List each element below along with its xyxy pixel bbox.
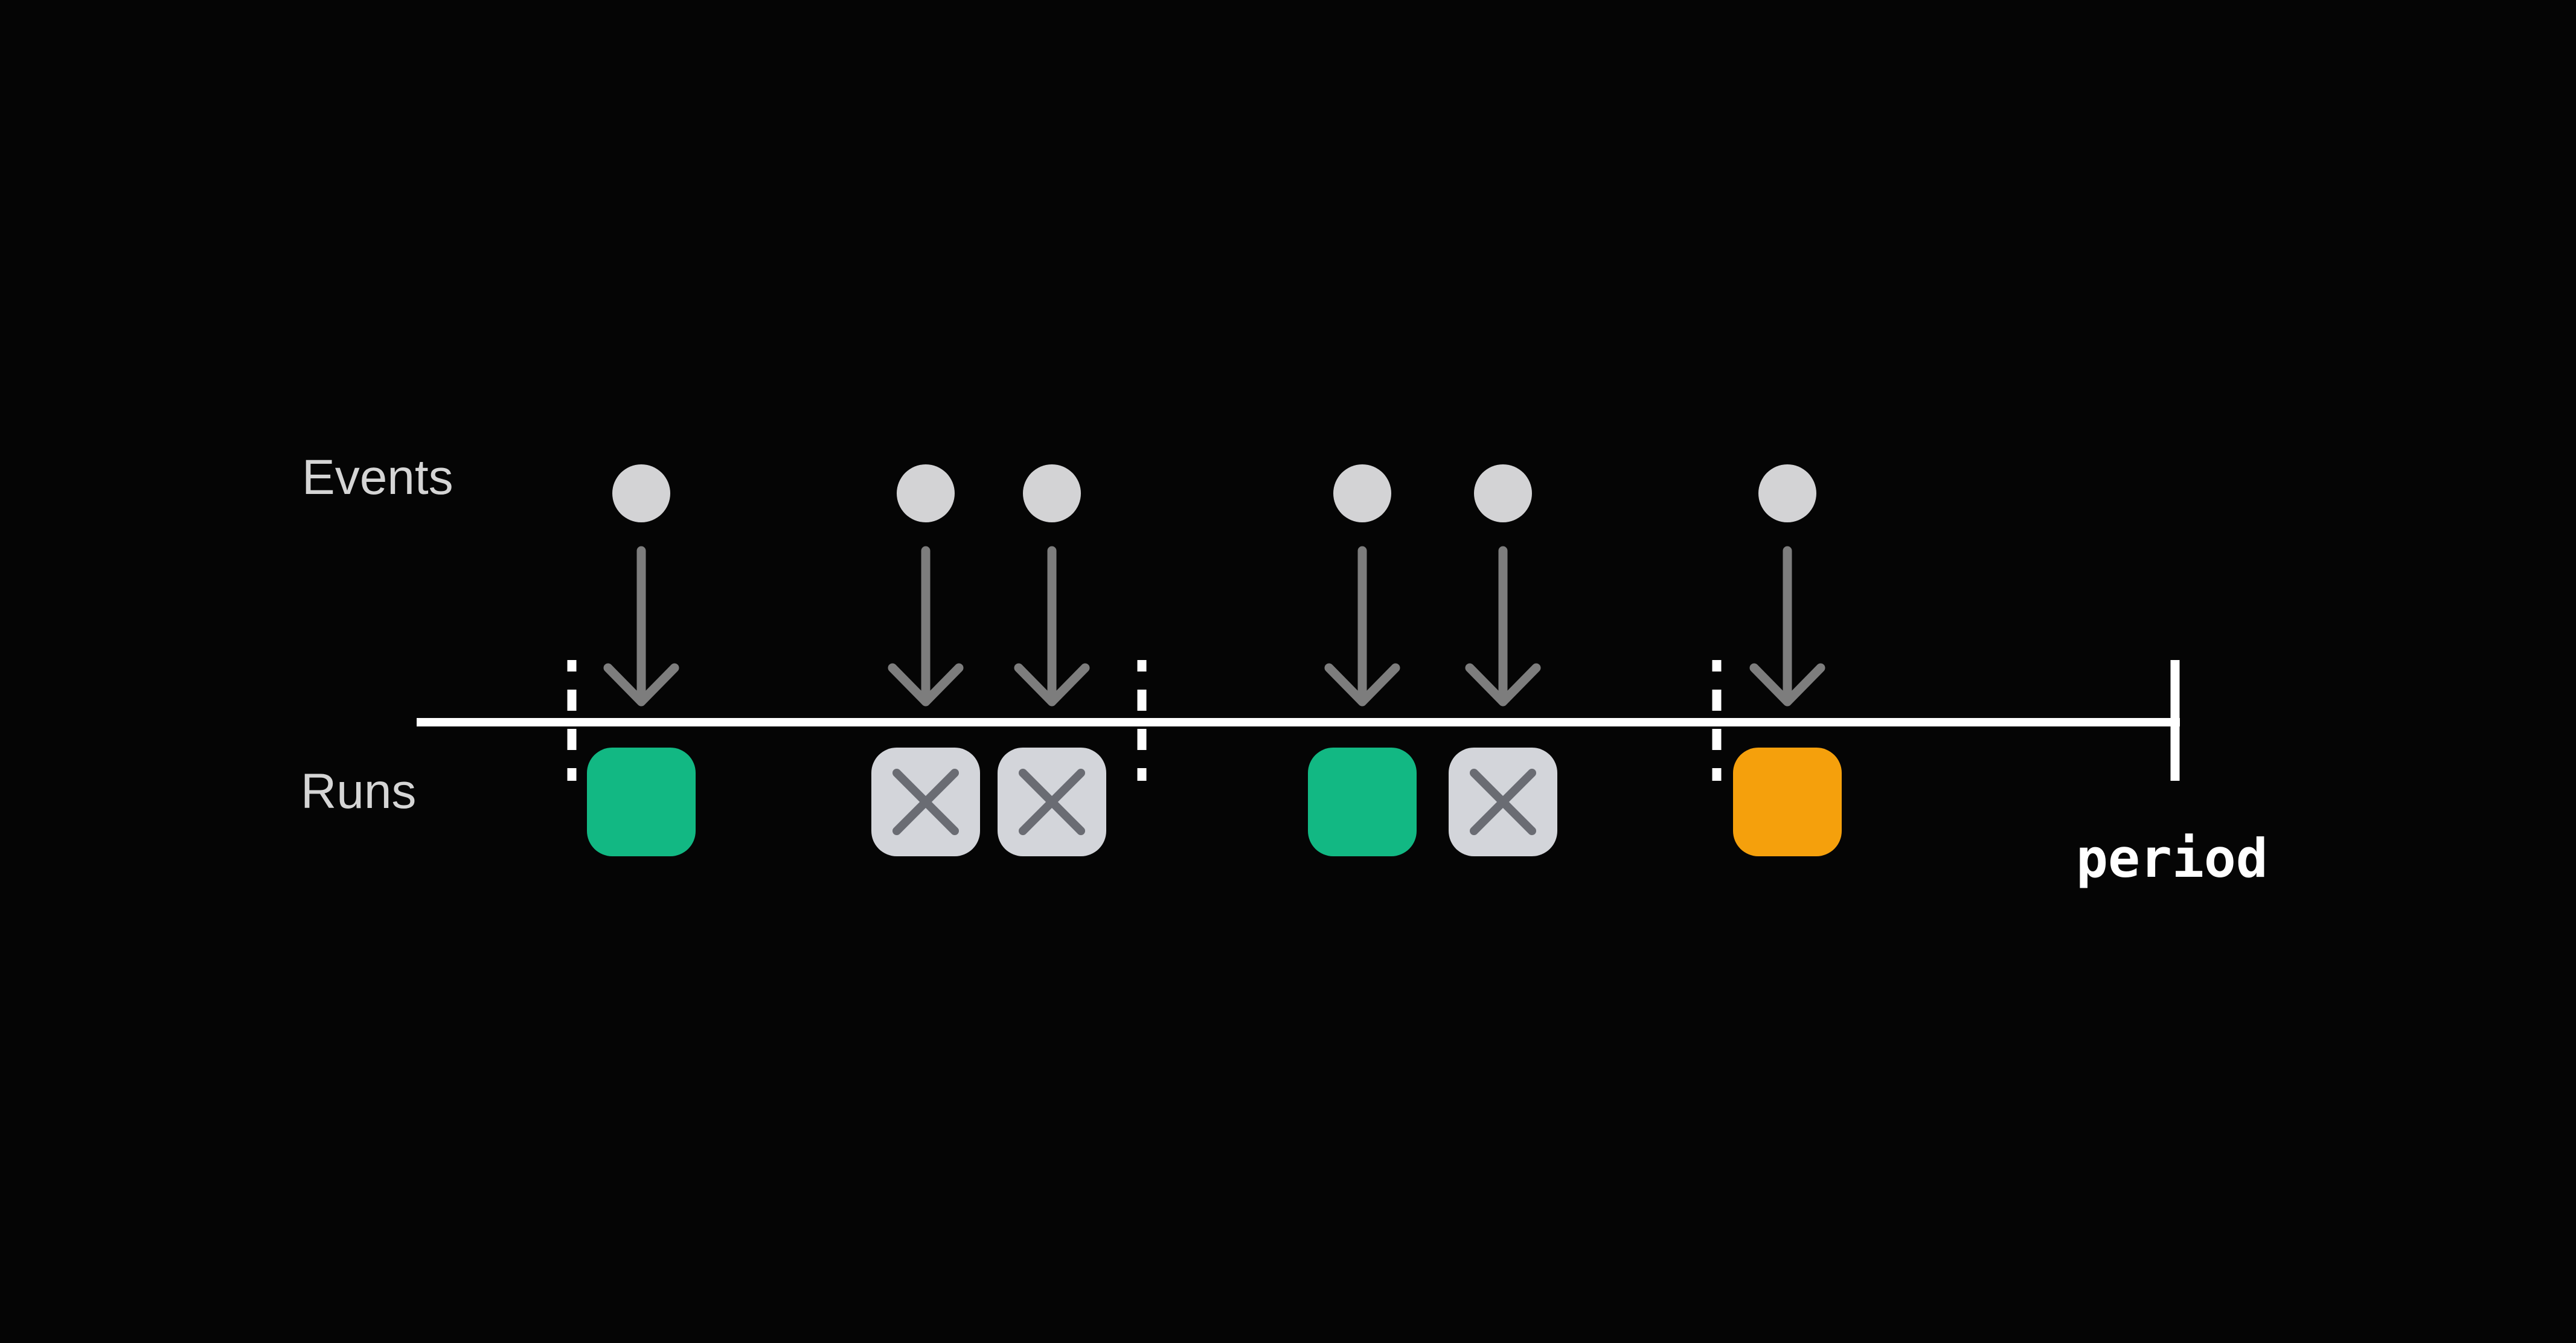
events-label: Events [302, 450, 453, 505]
event-dot [1023, 464, 1081, 522]
runs-row [587, 748, 1842, 856]
events-row [603, 464, 1825, 707]
timeline [417, 660, 2180, 781]
event-dot [612, 464, 670, 522]
event-arrow-down-icon [1014, 546, 1090, 707]
run-square-completed [1308, 748, 1417, 856]
run-square-pending [1733, 748, 1842, 856]
run-square-completed [587, 748, 696, 856]
skipped-x-icon [892, 769, 959, 835]
skipped-x-icon [1470, 769, 1536, 835]
skipped-x-icon [1019, 769, 1085, 835]
event-arrow-down-icon [603, 546, 679, 707]
event-dot [1333, 464, 1391, 522]
event-arrow-down-icon [1749, 546, 1825, 707]
event-dot [897, 464, 955, 522]
event-dot [1758, 464, 1816, 522]
runs-label: Runs [301, 764, 416, 819]
event-arrow-down-icon [1465, 546, 1541, 707]
event-arrow-down-icon [888, 546, 964, 707]
period-label: period [2076, 827, 2268, 889]
event-dot [1474, 464, 1532, 522]
event-arrow-down-icon [1324, 546, 1400, 707]
